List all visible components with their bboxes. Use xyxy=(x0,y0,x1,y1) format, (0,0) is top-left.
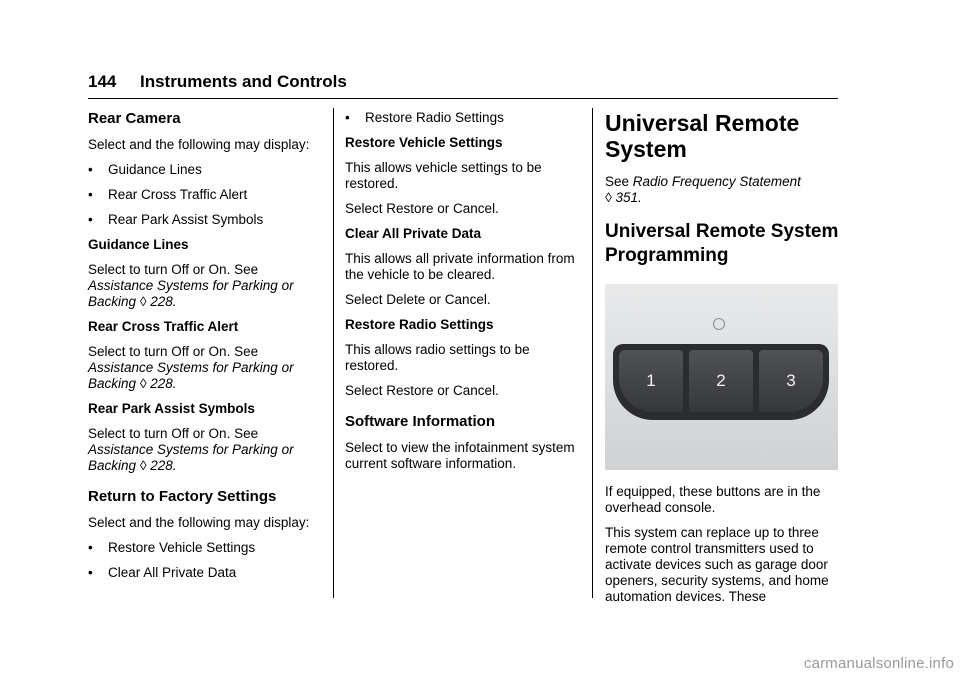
list-item: •Guidance Lines xyxy=(88,162,202,177)
remote-button-1: 1 xyxy=(619,350,683,412)
section-title: Instruments and Controls xyxy=(140,72,347,91)
page-ref-arrow-icon: ◊ xyxy=(139,294,147,309)
column-2: •Restore Radio Settings Restore Vehicle … xyxy=(345,110,580,481)
page-ref[interactable]: 228. xyxy=(150,376,177,391)
universal-remote-body: This system can replace up to three remo… xyxy=(605,525,829,604)
column-divider xyxy=(592,108,593,598)
page-ref-arrow-icon: ◊ xyxy=(139,376,147,391)
page-ref[interactable]: 351. xyxy=(615,190,642,205)
restore-radio-text: This allows radio settings to be restore… xyxy=(345,342,530,373)
list-item: •Rear Park Assist Symbols xyxy=(88,212,264,227)
remote-buttons-photo: 1 2 3 xyxy=(605,284,838,470)
page-ref[interactable]: 228. xyxy=(150,294,177,309)
remote-button-2: 2 xyxy=(689,350,753,412)
factory-settings-heading: Return to Factory Settings xyxy=(88,488,277,505)
factory-settings-intro: Select and the following may display: xyxy=(88,515,310,530)
cross-reference-link[interactable]: Assistance Systems for Parking or Backin… xyxy=(88,442,294,473)
cross-reference-link[interactable]: Radio Frequency Statement xyxy=(632,174,801,189)
list-item: •Clear All Private Data xyxy=(88,565,237,580)
see-reference: See Radio Frequency Statement◊ 351. xyxy=(605,174,801,205)
park-assist-heading: Rear Park Assist Symbols xyxy=(88,401,255,416)
restore-vehicle-action: Select Restore or Cancel. xyxy=(345,201,499,216)
page-ref-arrow-icon: ◊ xyxy=(139,458,147,473)
software-info-text: Select to view the infotainment system c… xyxy=(345,440,575,471)
remote-button-3: 3 xyxy=(759,350,823,412)
rear-camera-intro: Select and the following may display: xyxy=(88,137,310,152)
cross-reference-link[interactable]: Assistance Systems for Parking or Backin… xyxy=(88,360,294,391)
page-header: 144 Instruments and Controls xyxy=(88,70,838,99)
clear-private-action: Select Delete or Cancel. xyxy=(345,292,491,307)
list-item: •Restore Vehicle Settings xyxy=(88,540,256,555)
clear-private-text: This allows all private information from… xyxy=(345,251,575,282)
page-ref[interactable]: 228. xyxy=(150,458,177,473)
photo-caption-text: If equipped, these buttons are in the ov… xyxy=(605,484,821,515)
rear-camera-heading: Rear Camera xyxy=(88,110,181,127)
page-number: 144 xyxy=(88,72,117,91)
guidance-lines-heading: Guidance Lines xyxy=(88,237,189,252)
software-info-heading: Software Information xyxy=(345,413,496,430)
clear-private-heading: Clear All Private Data xyxy=(345,226,482,241)
restore-radio-heading: Restore Radio Settings xyxy=(345,317,494,332)
column-1: Rear Camera Select and the following may… xyxy=(88,110,323,590)
indicator-light-icon xyxy=(713,318,725,330)
watermark: carmanualsonline.info xyxy=(803,655,954,672)
page-ref-arrow-icon: ◊ xyxy=(605,190,612,205)
restore-vehicle-text: This allows vehicle settings to be resto… xyxy=(345,160,542,191)
column-divider xyxy=(333,108,334,598)
cross-traffic-heading: Rear Cross Traffic Alert xyxy=(88,319,239,334)
restore-vehicle-heading: Restore Vehicle Settings xyxy=(345,135,503,150)
restore-radio-action: Select Restore or Cancel. xyxy=(345,383,499,398)
list-item: •Rear Cross Traffic Alert xyxy=(88,187,248,202)
cross-reference-link[interactable]: Assistance Systems for Parking or Backin… xyxy=(88,278,294,309)
list-item: •Restore Radio Settings xyxy=(345,110,504,125)
